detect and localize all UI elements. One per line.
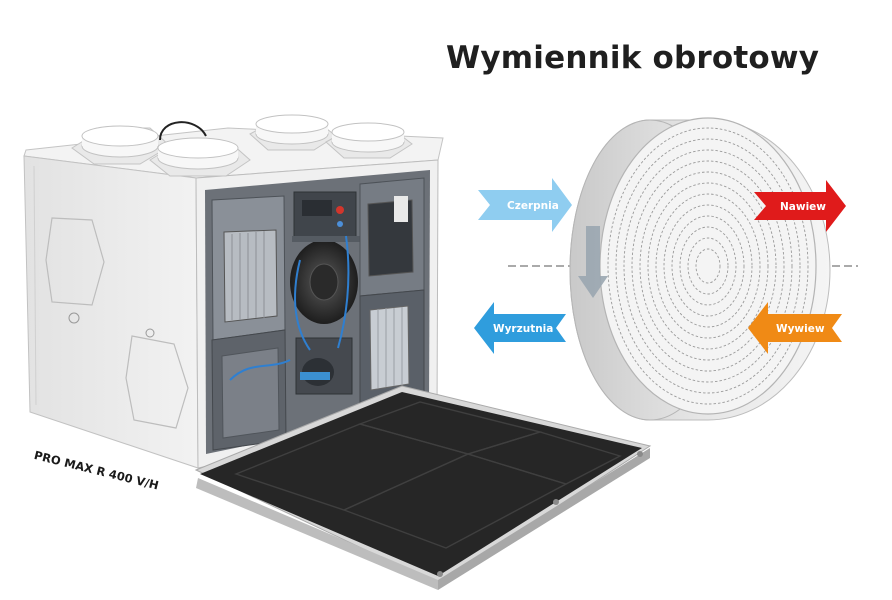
side-plate-bottom xyxy=(125,335,189,429)
door-panel xyxy=(194,385,652,590)
arrow-wywiew-label: Wywiew xyxy=(776,323,825,335)
arrow-nawiew: Nawiew xyxy=(754,180,846,232)
duct-connectors xyxy=(71,114,413,177)
arrow-nawiew-label: Nawiew xyxy=(780,201,826,213)
page-title: Wymiennik obrotowy xyxy=(446,40,820,76)
arrow-czerpnia: Czerpnia xyxy=(478,178,572,232)
arrow-wywiew: Wywiew xyxy=(748,302,842,354)
rotation-arrow xyxy=(578,226,608,298)
arrow-wyrzutnia-label: Wyrzutnia xyxy=(493,323,553,335)
rotary-wheel xyxy=(508,117,858,421)
unit-side-panel xyxy=(23,155,199,469)
ventilation-unit xyxy=(23,114,444,469)
arrow-wyrzutnia: Wyrzutnia xyxy=(474,302,566,354)
side-plate-top xyxy=(45,217,105,306)
arrow-czerpnia-label: Czerpnia xyxy=(507,200,559,212)
